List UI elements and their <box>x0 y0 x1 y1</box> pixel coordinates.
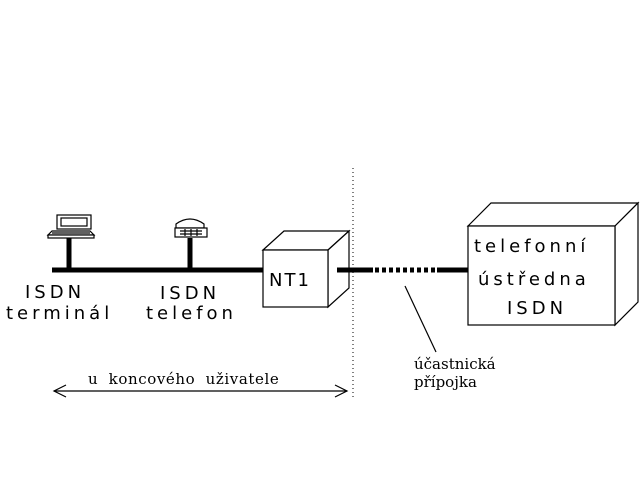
exchange-label-line2: ústředna <box>478 269 590 290</box>
phone-label-line1: ISDN <box>160 283 220 304</box>
subscriber-pointer <box>404 285 437 353</box>
exchange-label-line1: telefonní <box>474 236 589 257</box>
nt1-label: NT1 <box>269 270 311 291</box>
exchange-label-line3: ISDN <box>507 298 567 319</box>
nt1-box <box>261 229 351 309</box>
computer-terminal-icon <box>46 214 96 239</box>
subscriber-label-line1: účastnická <box>414 355 496 373</box>
terminal-label-line2: terminál <box>6 303 113 324</box>
subscriber-label-line2: přípojka <box>414 373 477 391</box>
user-side-arrow <box>52 384 349 398</box>
exchange-box <box>466 201 640 327</box>
phone-label-line2: telefon <box>146 303 237 324</box>
terminal-label-line1: ISDN <box>25 282 85 303</box>
user-side-label: u koncového uživatele <box>88 370 279 388</box>
telephone-icon <box>174 218 208 238</box>
